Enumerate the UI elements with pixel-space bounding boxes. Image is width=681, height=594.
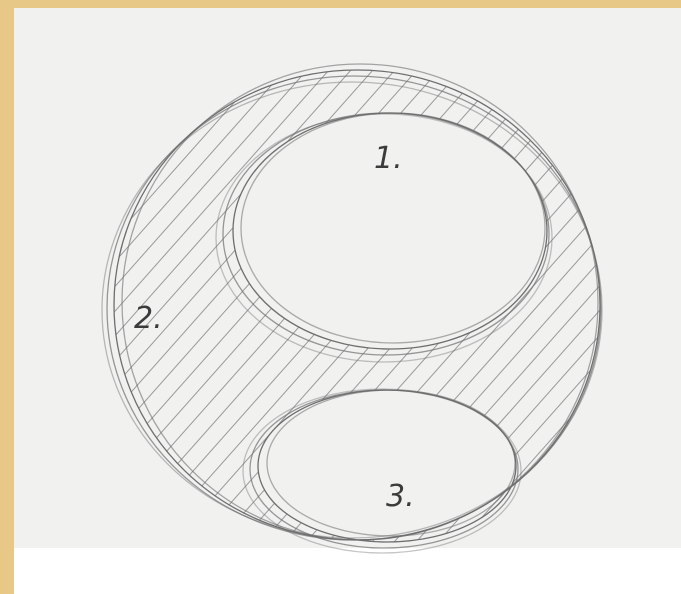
hatch-line (14, 8, 98, 594)
hatch-line (14, 8, 76, 594)
hatch-line (524, 8, 681, 594)
hatch-line (14, 8, 208, 594)
hatch-line (656, 8, 681, 594)
hatch-line (14, 8, 406, 594)
hatch-line (172, 8, 681, 594)
hatch-line (612, 8, 681, 594)
hatch-line (590, 8, 681, 594)
sketch-paper: 1. 2. 3. (14, 8, 681, 594)
hatch-line (14, 8, 428, 594)
hatch-line (106, 8, 626, 594)
sketch-drawing: 1. 2. 3. (14, 8, 681, 594)
hatch-line (326, 8, 681, 594)
label-region-1: 1. (374, 141, 403, 176)
hatch-line (568, 8, 681, 594)
hatch-line (14, 8, 142, 594)
hatch-line (216, 8, 681, 594)
hatch-line (14, 8, 120, 594)
hatch-line (14, 8, 252, 594)
hatch-line (14, 8, 54, 594)
label-region-2: 2. (134, 301, 163, 336)
hatch-line (392, 8, 681, 594)
outer-circle (102, 64, 602, 540)
hatch-line (260, 8, 681, 594)
hatch-line (634, 8, 681, 594)
hatch-line (436, 8, 681, 594)
hatch-line (546, 8, 681, 594)
hatch-line (14, 8, 362, 594)
hatch-line (14, 8, 32, 594)
label-region-3: 3. (386, 479, 415, 514)
